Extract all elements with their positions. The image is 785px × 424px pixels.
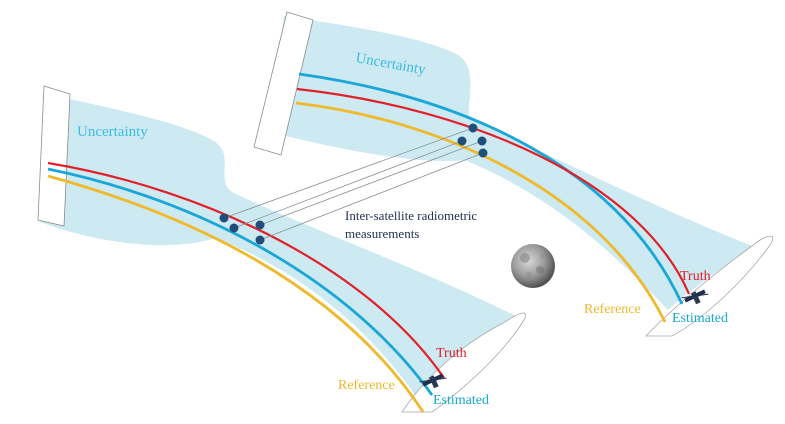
left-estimated-trajectory	[47, 167, 434, 396]
right-estimated-trajectory	[298, 72, 684, 305]
measurement-line	[223, 127, 474, 219]
right-start-plate	[253, 11, 314, 156]
measurement-node	[255, 235, 265, 245]
right-reference-label: Reference	[584, 302, 641, 317]
measurement-label-line2: measurements	[345, 226, 419, 241]
measurement-node	[468, 123, 478, 133]
left-truth-trajectory	[47, 161, 445, 379]
left-orbit-group: Uncertainty Truth Reference Estimated	[37, 85, 527, 413]
measurement-links	[223, 127, 484, 241]
right-truth-label: Truth	[680, 269, 711, 284]
right-estimated-label: Estimated	[672, 311, 728, 326]
left-reference-trajectory	[47, 174, 425, 413]
measurement-line	[233, 140, 463, 229]
left-uncertainty-region	[40, 97, 520, 395]
satellite-icon	[419, 373, 447, 389]
right-end-wing	[645, 235, 774, 337]
measurement-node	[229, 223, 239, 233]
measurement-line	[259, 152, 484, 241]
measurement-node	[255, 220, 265, 230]
left-start-plate	[37, 85, 71, 227]
left-end-wing	[401, 312, 527, 413]
measurement-node	[219, 213, 229, 223]
left-uncertainty-label: Uncertainty	[77, 124, 148, 140]
left-reference-label: Reference	[338, 378, 395, 393]
measurement-node	[477, 136, 487, 146]
measurement-node	[478, 148, 488, 158]
right-reference-trajectory	[295, 101, 667, 323]
measurement-line	[259, 140, 483, 226]
right-orbit-group: Uncertainty Truth Reference Estimated	[253, 11, 774, 337]
measurement-node	[457, 136, 467, 146]
satellite-icon	[681, 289, 709, 305]
measurement-label-line1: Inter-satellite radiometric	[345, 208, 477, 223]
left-truth-label: Truth	[436, 346, 467, 361]
left-estimated-label: Estimated	[433, 393, 489, 408]
right-truth-trajectory	[296, 87, 691, 295]
right-uncertainty-region	[270, 16, 752, 310]
measurement-nodes	[219, 123, 488, 245]
moon-icon	[511, 244, 555, 288]
